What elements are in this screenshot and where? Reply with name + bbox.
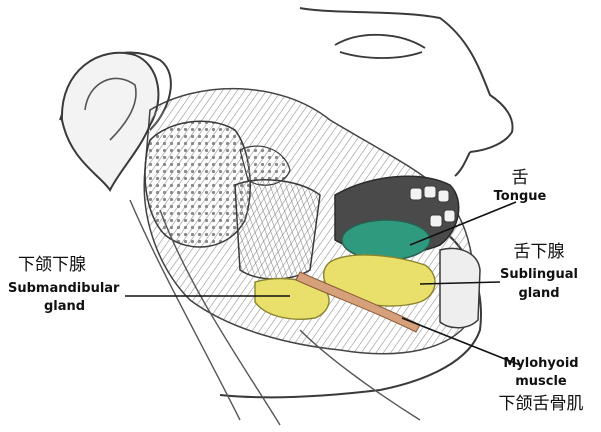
mandible bbox=[439, 247, 481, 329]
tongue-label-en: Tongue bbox=[493, 189, 547, 204]
submandibular-label-en-1: Submandibular bbox=[8, 281, 120, 296]
submandibular-label-en-2: gland bbox=[44, 299, 86, 314]
tongue bbox=[341, 219, 431, 261]
ear bbox=[60, 51, 160, 192]
leader-mylohyoid bbox=[401, 317, 521, 366]
submandibular-gland bbox=[254, 277, 330, 320]
teeth bbox=[409, 185, 456, 228]
jaw-muscle bbox=[234, 179, 321, 280]
sublingual-label-en-2: gland bbox=[518, 286, 560, 301]
tongue-label-cn: 舌 bbox=[511, 168, 529, 188]
leader-tongue bbox=[409, 201, 517, 246]
eye bbox=[334, 33, 426, 59]
submandibular-label-cn: 下颌下腺 bbox=[18, 255, 86, 275]
leader-sublingual bbox=[419, 281, 501, 285]
leader-lines bbox=[125, 201, 521, 366]
neck-lines bbox=[129, 199, 421, 426]
mylohyoid-muscle bbox=[295, 271, 421, 333]
sublingual-label-en-1: Sublingual bbox=[500, 267, 578, 282]
mylohyoid-label-en-2: muscle bbox=[515, 374, 567, 389]
sublingual-label-cn: 舌下腺 bbox=[513, 242, 565, 262]
mylohyoid-label-cn: 下颌舌骨肌 bbox=[498, 394, 584, 414]
mylohyoid-label-en-1: Mylohyoid bbox=[503, 356, 579, 371]
